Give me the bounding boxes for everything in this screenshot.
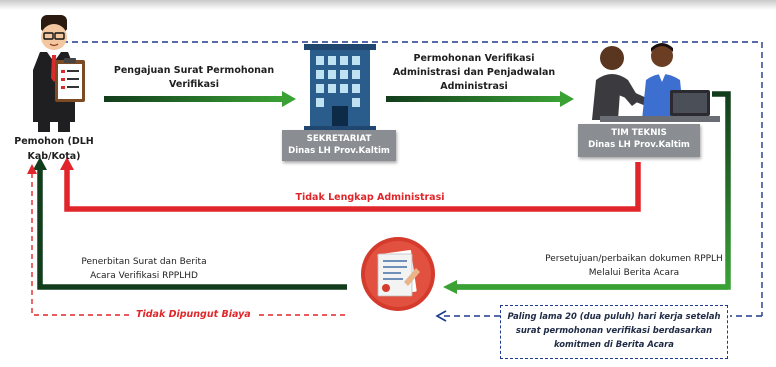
persetujuan-line1: Persetujuan/perbaikan dokumen RPPLH: [545, 254, 723, 264]
permohonan-line2: Administrasi dan Penjadwalan: [392, 67, 556, 78]
edge-pengajuan-label: Pengajuan Surat Permohonan Verifikasi: [108, 64, 280, 92]
tim-teknis-subtitle: Dinas LH Prov.Kaltim: [588, 140, 690, 150]
pengajuan-line2: Verifikasi: [169, 79, 219, 90]
top-shadow-bar: [0, 0, 776, 10]
permohonan-line3: Administrasi: [440, 81, 508, 92]
permohonan-line1: Permohonan Verifikasi: [413, 53, 535, 64]
arrow-permohonan: [386, 91, 574, 107]
note-line3: komitmen di Berita Acara: [554, 339, 674, 349]
blue-dashed-frame: [62, 41, 763, 322]
arrow-biaya: [27, 164, 345, 316]
note-line2: surat permohonan verifikasi berdasarkan: [515, 325, 713, 335]
edge-permohonan-label: Permohonan Verifikasi Administrasi dan P…: [388, 52, 560, 94]
sekretariat-title: SEKRETARIAT: [306, 134, 372, 144]
penerbitan-line2: Acara Verifikasi RPPLHD: [90, 271, 198, 281]
persetujuan-line2: Melalui Berita Acara: [588, 268, 680, 278]
timeline-note: Paling lama 20 (dua puluh) hari kerja se…: [500, 305, 728, 359]
tim-teknis-title: TIM TEKNIS: [611, 128, 667, 138]
arrow-tidak-lengkap: [60, 157, 641, 212]
sekretariat-subtitle: Dinas LH Prov.Kaltim: [288, 146, 390, 156]
pengajuan-line1: Pengajuan Surat Permohonan: [113, 65, 275, 76]
arrow-penerbitan: [33, 157, 347, 290]
edge-penerbitan-label: Penerbitan Surat dan Berita Acara Verifi…: [64, 255, 224, 283]
node-tim-teknis[interactable]: TIM TEKNIS Dinas LH Prov.Kaltim: [578, 124, 700, 157]
document-certificate-icon: [361, 237, 435, 311]
person-with-clipboard-icon: [33, 15, 85, 132]
note-line1: Paling lama 20 (dua puluh) hari kerja se…: [507, 311, 721, 321]
edge-persetujuan-label: Persetujuan/perbaikan dokumen RPPLH Mela…: [530, 252, 738, 280]
arrow-pengajuan: [104, 91, 296, 107]
node-pemohon-label: Pemohon (DLH Kab/Kota): [14, 136, 94, 162]
edge-tidak-lengkap-label: Tidak Lengkap Administrasi: [295, 192, 445, 203]
office-building-icon: [304, 44, 376, 130]
edge-biaya-label: Tidak Dipungut Biaya: [132, 309, 255, 320]
arrow-persetujuan: [443, 91, 731, 294]
node-sekretariat[interactable]: SEKRETARIAT Dinas LH Prov.Kaltim: [282, 130, 396, 161]
team-at-laptop-icon: [592, 43, 720, 122]
penerbitan-line1: Penerbitan Surat dan Berita: [81, 257, 207, 267]
